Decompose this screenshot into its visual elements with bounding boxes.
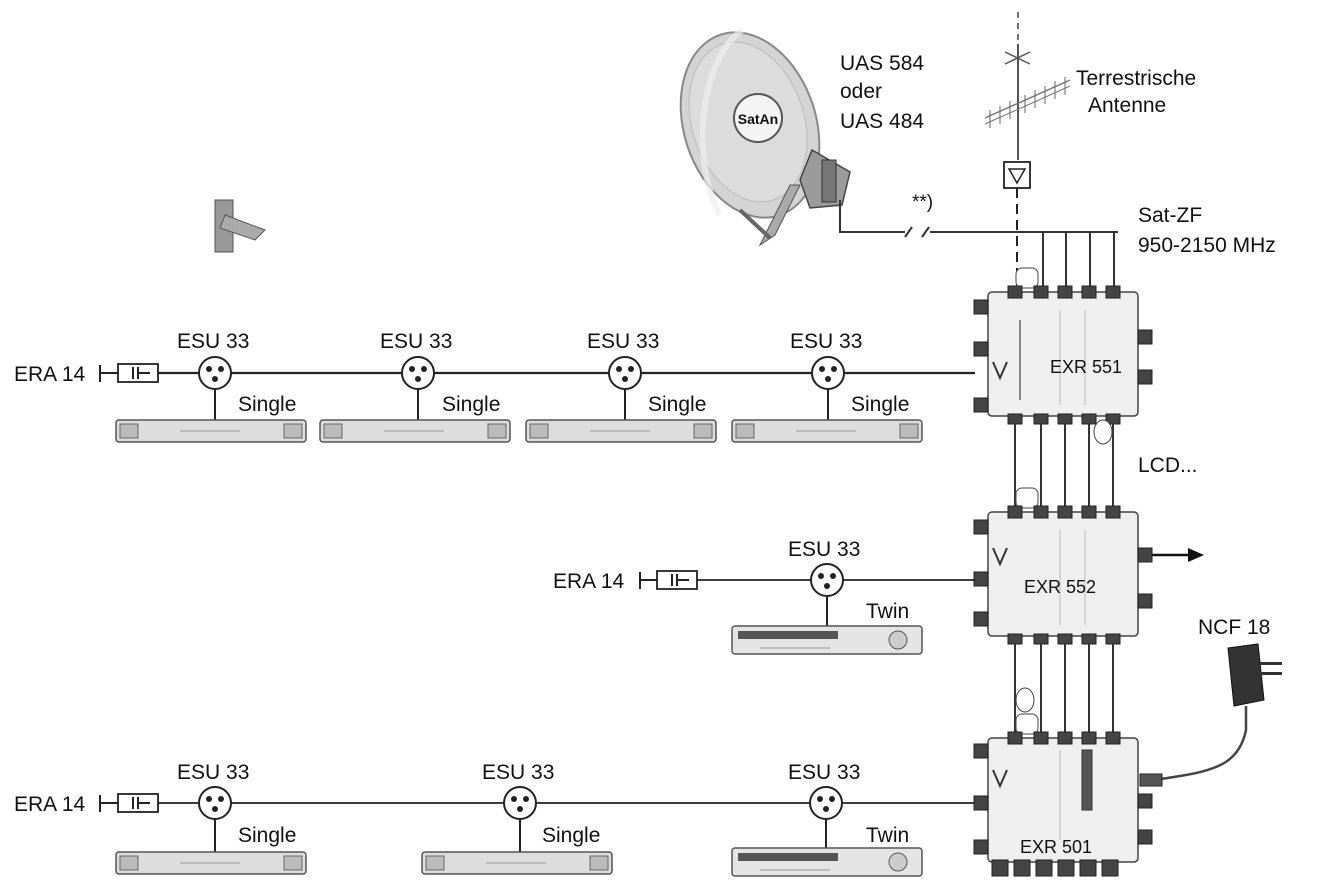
tap-label-row3-1: ESU 33 bbox=[177, 761, 249, 784]
receiver-row1-1 bbox=[115, 419, 307, 443]
receiver-label-row3-1: Single bbox=[238, 824, 296, 847]
receiver-label-row1-1: Single bbox=[238, 393, 296, 416]
tap-row3-3 bbox=[809, 786, 843, 848]
psu-label: NCF 18 bbox=[1198, 616, 1270, 639]
tap-row1-4 bbox=[811, 356, 845, 420]
receiver-label-row1-3: Single bbox=[648, 393, 706, 416]
tap-label-row2-1: ESU 33 bbox=[788, 538, 860, 561]
receiver-label-row3-3: Twin bbox=[866, 824, 909, 847]
receiver-label-row2-1: Twin bbox=[866, 600, 909, 623]
terrestrial-antenna bbox=[984, 12, 1071, 160]
dish-brand-logo: SatAn bbox=[738, 111, 778, 127]
lnb bbox=[738, 148, 851, 247]
satzf-label-line1: Sat-ZF bbox=[1138, 204, 1202, 227]
receiver-label-row3-2: Single bbox=[542, 824, 600, 847]
tap-label-row1-3: ESU 33 bbox=[587, 330, 659, 353]
multiswitch-top: EXR 551 bbox=[973, 267, 1153, 425]
terminator-row3 bbox=[99, 793, 159, 813]
receiver-row2-1 bbox=[731, 625, 923, 655]
antenna-amplifier bbox=[1003, 161, 1031, 189]
receiver-row1-3 bbox=[525, 419, 717, 443]
tap-row1-1 bbox=[198, 356, 232, 420]
terminator-label-row1: ERA 14 bbox=[14, 363, 86, 386]
terminator-row2 bbox=[639, 570, 698, 590]
lnb-label-line2: oder bbox=[840, 80, 882, 103]
note-marker: **) bbox=[912, 192, 933, 213]
terminator-row1 bbox=[99, 363, 200, 383]
receiver-row3-3 bbox=[731, 847, 923, 877]
lnb-label-line3: UAS 484 bbox=[840, 110, 924, 133]
satellite-dish: SatAn bbox=[214, 27, 851, 253]
receiver-label-row1-4: Single bbox=[851, 393, 909, 416]
multiswitch-bottom-label: EXR 501 bbox=[1020, 837, 1092, 857]
receiver-row3-2 bbox=[421, 851, 613, 875]
terminator-label-row3: ERA 14 bbox=[14, 793, 86, 816]
multiswitch-top-label: EXR 551 bbox=[1050, 357, 1122, 377]
receiver-label-row1-2: Single bbox=[442, 393, 500, 416]
tap-row1-2 bbox=[401, 356, 435, 420]
antenna-label-line2: Antenne bbox=[1088, 94, 1166, 117]
satzf-label-line2: 950-2150 MHz bbox=[1138, 234, 1276, 257]
multiswitch-middle: EXR 552 bbox=[973, 487, 1153, 645]
tap-label-row3-2: ESU 33 bbox=[482, 761, 554, 784]
antenna-label-line1: Terrestrische bbox=[1076, 67, 1196, 90]
tap-label-row1-2: ESU 33 bbox=[380, 330, 452, 353]
power-supply bbox=[1139, 643, 1282, 787]
multiswitch-bottom: EXR 501 bbox=[973, 713, 1153, 877]
tap-row2-1 bbox=[810, 563, 844, 626]
tap-row3-2 bbox=[503, 786, 537, 852]
multiswitch-middle-label: EXR 552 bbox=[1024, 577, 1096, 597]
tap-label-row3-3: ESU 33 bbox=[788, 761, 860, 784]
receiver-row1-4 bbox=[731, 419, 923, 443]
tap-label-row1-4: ESU 33 bbox=[790, 330, 862, 353]
receiver-row1-2 bbox=[319, 419, 511, 443]
tap-label-row1-1: ESU 33 bbox=[177, 330, 249, 353]
terminator-label-row2: ERA 14 bbox=[553, 570, 625, 593]
tap-row3-1 bbox=[198, 786, 232, 852]
lcd-label: LCD... bbox=[1138, 454, 1198, 477]
lnb-label-line1: UAS 584 bbox=[840, 52, 924, 75]
tap-row1-3 bbox=[608, 356, 642, 420]
receiver-row3-1 bbox=[115, 851, 307, 875]
